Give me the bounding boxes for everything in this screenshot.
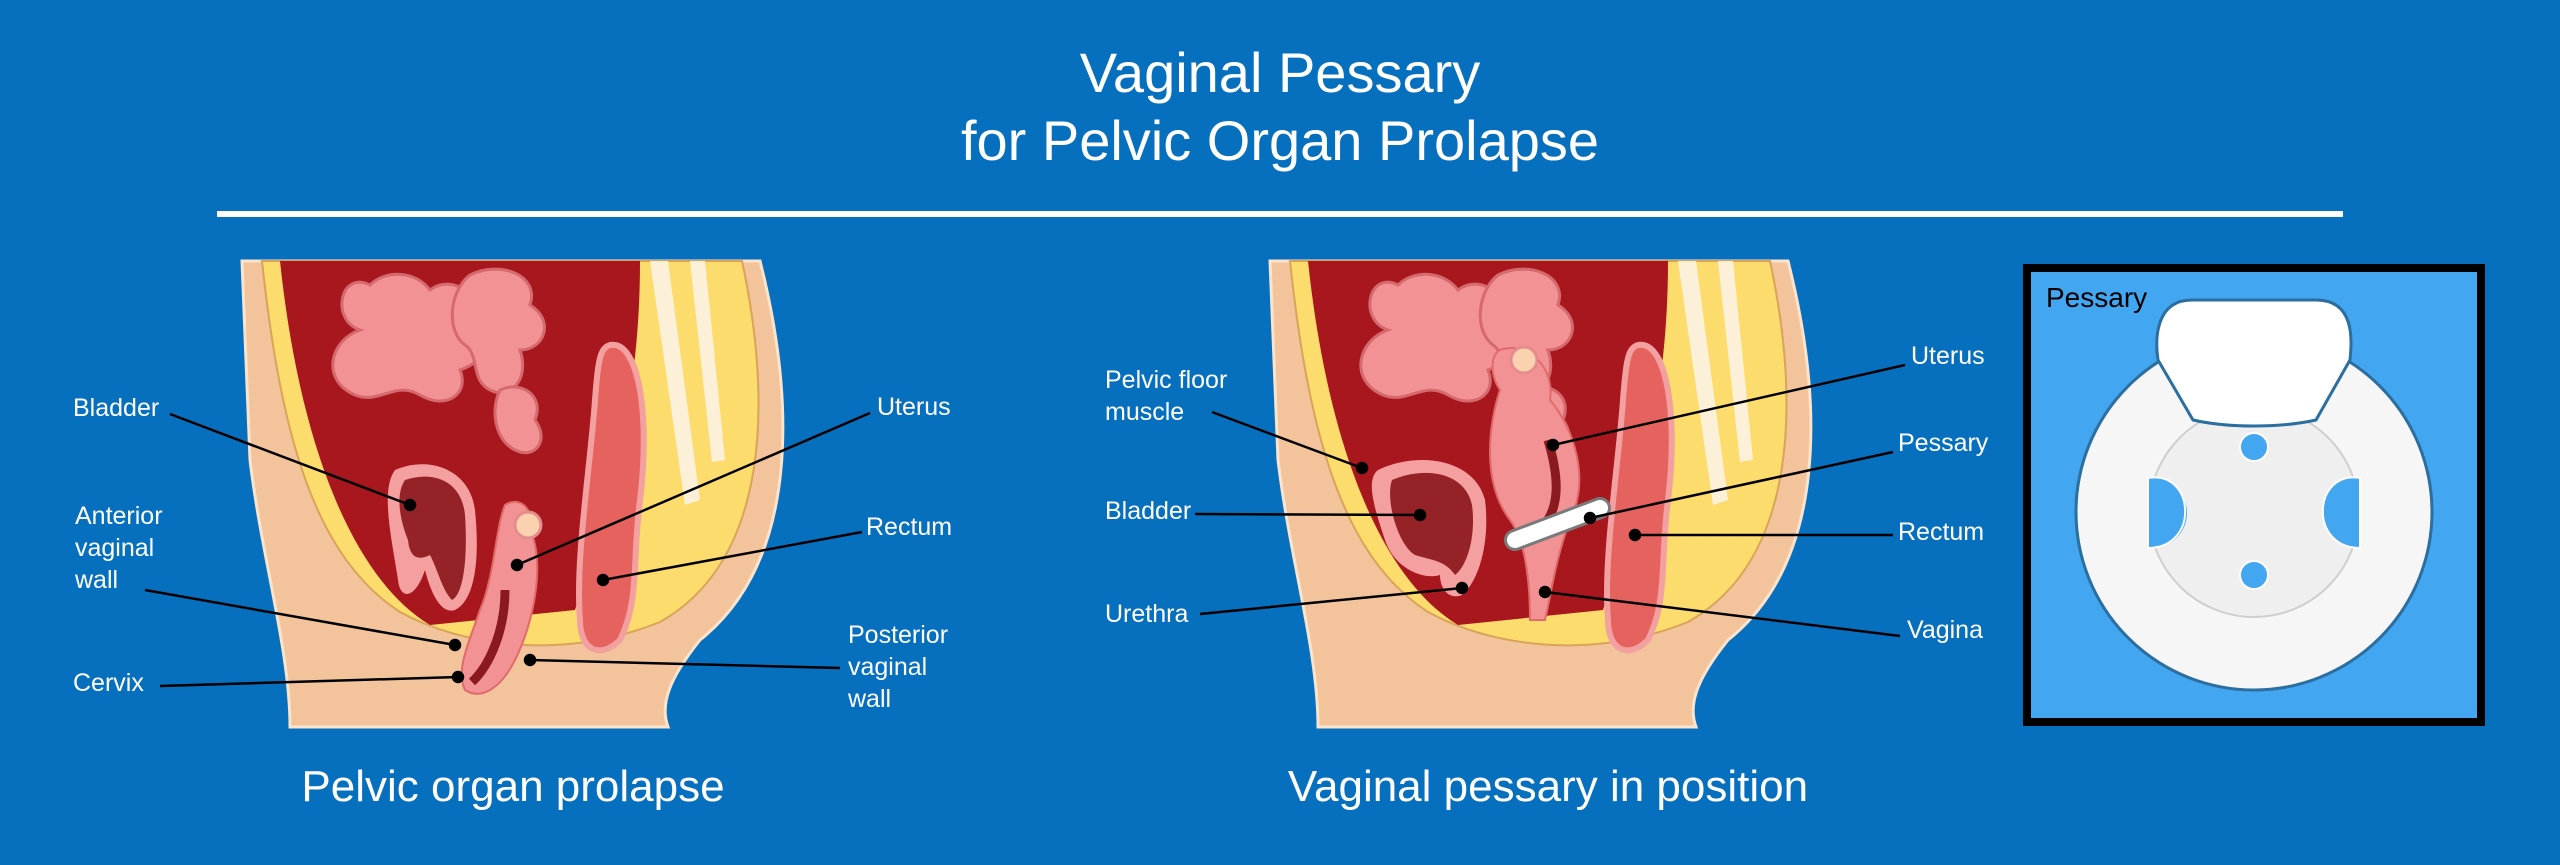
label-line: wall xyxy=(848,685,892,713)
label-uterus-left: Uterus xyxy=(877,393,951,421)
inset-label-pessary: Pessary xyxy=(2046,282,2148,313)
pessary-device-icon xyxy=(2074,298,2434,692)
label-line: vaginal xyxy=(848,653,928,681)
pessary-in-position-anatomy xyxy=(1268,259,1813,729)
label-urethra: Urethra xyxy=(1105,600,1189,628)
title-line-2: for Pelvic Organ Prolapse xyxy=(960,109,1600,172)
caption-pessary-in-position: Vaginal pessary in position xyxy=(1287,762,1809,811)
label-bladder-middle: Bladder xyxy=(1105,497,1192,525)
label-pessary: Pessary xyxy=(1898,429,1989,457)
label-line: Anterior xyxy=(75,502,163,530)
label-rectum-middle: Rectum xyxy=(1898,518,1985,546)
leader-lines xyxy=(144,363,1906,688)
label-line: wall xyxy=(75,566,119,594)
label-bladder-left: Bladder xyxy=(73,394,160,422)
label-pelvic-floor-muscle: Pelvic floor muscle xyxy=(1105,364,1227,428)
title-line-1: Vaginal Pessary xyxy=(1079,41,1481,104)
label-rectum-left: Rectum xyxy=(866,513,953,541)
label-line: Pelvic floor xyxy=(1105,366,1228,394)
label-uterus-middle: Uterus xyxy=(1911,342,1985,370)
caption-pelvic-organ-prolapse: Pelvic organ prolapse xyxy=(301,762,725,811)
title-divider xyxy=(217,211,2343,217)
label-line: vaginal xyxy=(75,534,155,562)
prolapse-anatomy xyxy=(240,259,785,729)
label-posterior-vaginal-wall: Posterior vaginal wall xyxy=(848,619,948,715)
label-line: Posterior xyxy=(848,621,949,649)
label-line: muscle xyxy=(1105,398,1185,426)
label-cervix: Cervix xyxy=(73,669,144,697)
pessary-inset xyxy=(2023,264,2485,726)
label-anterior-vaginal-wall: Anterior vaginal wall xyxy=(75,500,163,596)
label-vagina: Vagina xyxy=(1907,616,1983,644)
